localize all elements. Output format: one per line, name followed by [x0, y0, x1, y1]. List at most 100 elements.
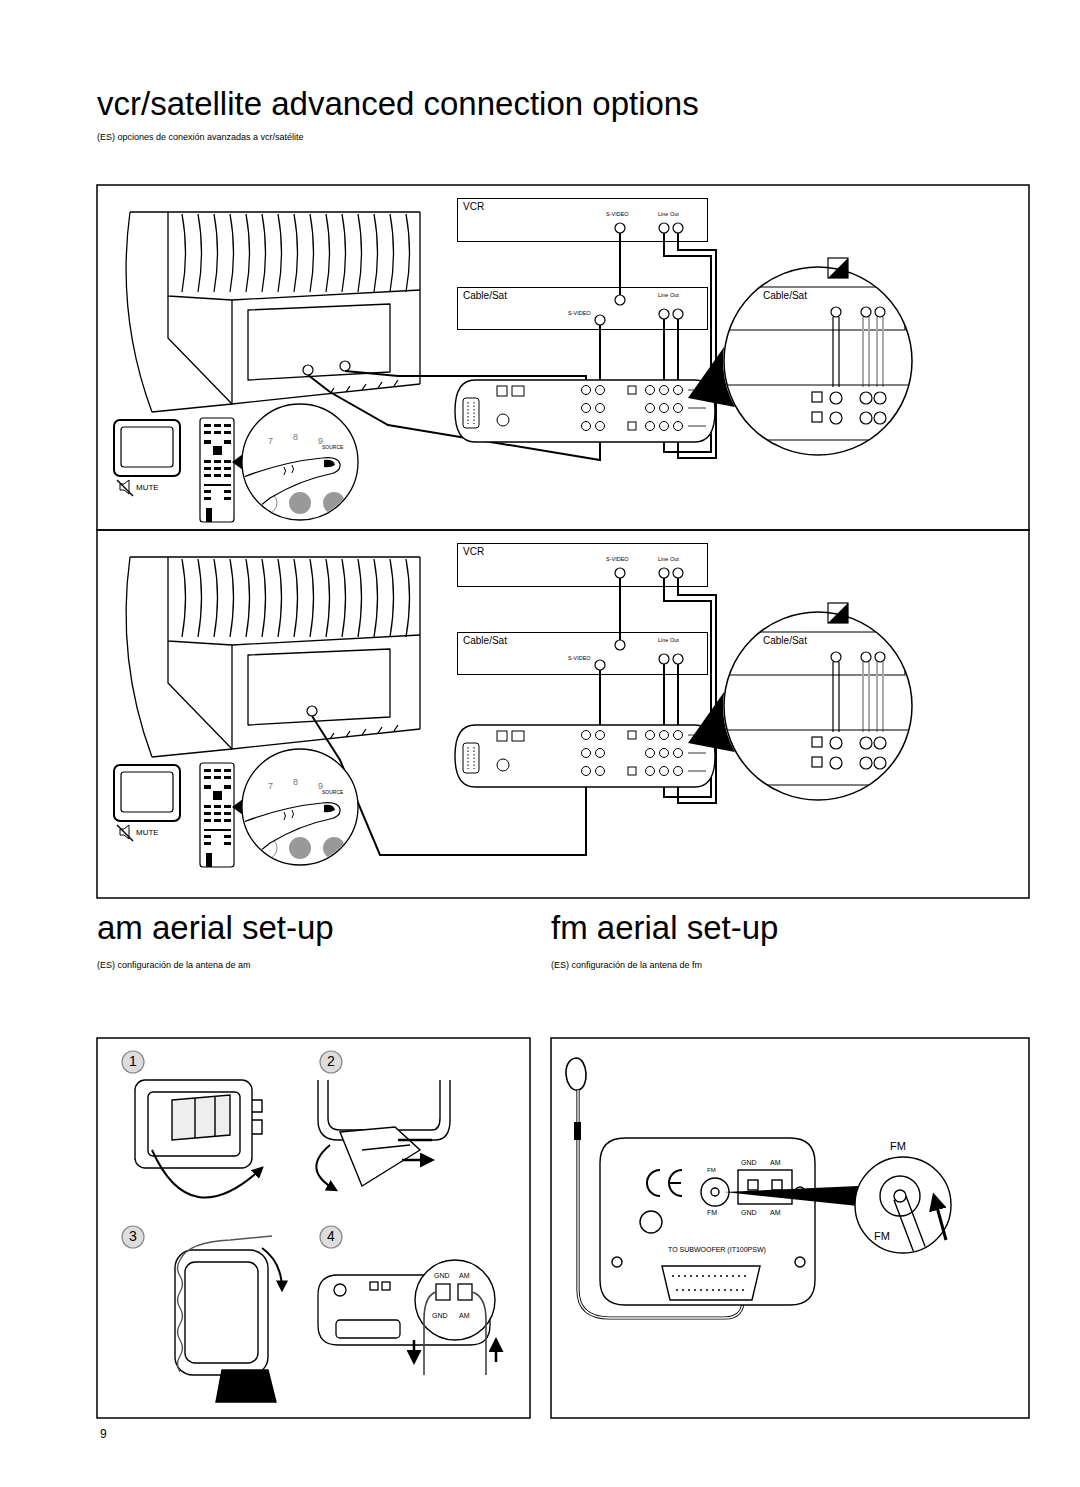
- jack-label: S-VIDEO: [568, 310, 591, 316]
- device-name: Cable/Sat: [763, 290, 807, 301]
- device-name: Cable/Sat: [463, 635, 507, 646]
- receiver-panel: [724, 1186, 858, 1206]
- fm-wire-antenna: [574, 1122, 581, 1140]
- receiver-panel: [672, 1276, 750, 1290]
- am-loop-antenna: [262, 1248, 282, 1290]
- zoom-outline: [724, 612, 912, 800]
- tv-jack: [340, 361, 350, 371]
- am-loop-antenna: [316, 1080, 450, 1190]
- subtitle: (ES) configuración de la antena de am: [97, 961, 251, 971]
- zoom-detail: [934, 1196, 946, 1240]
- tv-jack: [303, 365, 313, 375]
- keypad-digit: 7: [268, 782, 273, 792]
- receiver-panel: [495, 1340, 498, 1362]
- page-number: 9: [100, 1428, 107, 1441]
- am-loop-antenna: [362, 1145, 410, 1150]
- am-loop-antenna: [328, 1080, 440, 1130]
- receiver-panel: [738, 1170, 792, 1204]
- receiver-panel: [662, 1266, 760, 1300]
- panel-frame: [551, 1038, 1029, 1418]
- receiver-panel: [382, 1282, 390, 1290]
- zoom-detail: [700, 258, 930, 456]
- finger-press: [232, 404, 358, 520]
- tv-rear: [126, 212, 420, 412]
- zoom-detail: [855, 1157, 951, 1253]
- terminal-label: FM: [707, 1209, 717, 1217]
- receiver-panel: [795, 1257, 805, 1267]
- device-name: Cable/Sat: [763, 635, 807, 646]
- step-badge: [122, 1051, 342, 1248]
- terminal-label: AM: [770, 1159, 781, 1167]
- zoom-detail: [700, 603, 930, 801]
- receiver-panel: [336, 1320, 400, 1338]
- jack-label: Line Out: [658, 637, 679, 643]
- jack-label: Line Out: [658, 211, 679, 217]
- zoom-detail: [894, 1190, 906, 1202]
- video-cable: [619, 587, 621, 632]
- keypad-digit: 7: [268, 437, 273, 447]
- device-name: Cable/Sat: [463, 290, 507, 301]
- device-box: VCRS-VIDEOLine Out: [457, 543, 708, 587]
- video-cable: [619, 242, 621, 287]
- receiver-panel: [711, 1188, 719, 1196]
- jack-label: S-VIDEO: [568, 655, 591, 661]
- receiver-panel: [458, 1284, 472, 1300]
- am-loop-antenna: [148, 1092, 240, 1156]
- connector-label: TO SUBWOOFER (IT100PSW): [668, 1246, 766, 1254]
- am-loop-antenna: [152, 1150, 262, 1198]
- terminal-label: FM: [890, 1140, 906, 1152]
- zoom-detail: [855, 1157, 951, 1290]
- subtitle: (ES) configuración de la antena de fm: [551, 961, 702, 971]
- receiver-panel: [424, 1292, 486, 1375]
- receiver-panel: [600, 1138, 858, 1305]
- keypad-digit: 8: [293, 778, 298, 788]
- tv-jack: [307, 706, 317, 716]
- step-number: 3: [129, 1229, 137, 1244]
- step-number: 2: [327, 1054, 335, 1069]
- panel-frame: [97, 530, 1029, 898]
- jack-label: Line Out: [658, 292, 679, 298]
- am-loop-antenna: [175, 1250, 268, 1375]
- button-label: SOURCE: [322, 445, 343, 451]
- zoom-outline: [723, 266, 913, 456]
- zoom-detail: [880, 1176, 920, 1216]
- receiver-panel: [612, 1257, 622, 1267]
- jack-label: S-VIDEO: [606, 211, 629, 217]
- panel-frame: [97, 185, 1029, 530]
- device-box: VCRS-VIDEOLine Out: [457, 198, 708, 242]
- receiver-panel: [334, 1284, 346, 1296]
- am-loop-antenna: [398, 1140, 432, 1160]
- tv-rear: [126, 557, 420, 757]
- receiver-panel: [370, 1282, 378, 1290]
- am-loop-antenna: [178, 1260, 183, 1372]
- remote-control: [200, 418, 234, 522]
- am-loop-antenna: [135, 1080, 262, 1198]
- terminal-label: GND: [434, 1272, 450, 1280]
- am-loop-antenna: [216, 1370, 276, 1402]
- terminal-label: AM: [459, 1312, 470, 1320]
- terminal-label: FM: [874, 1230, 890, 1242]
- section-heading: am aerial set-up: [97, 910, 334, 946]
- am-loop-antenna: [172, 1095, 230, 1140]
- am-loop-antenna: [175, 1236, 282, 1402]
- receiver-panel: [413, 1340, 416, 1362]
- page-title: vcr/satellite advanced connection option…: [97, 86, 699, 122]
- am-loop-antenna: [252, 1100, 262, 1134]
- receiver-panel: [600, 1138, 815, 1305]
- am-loop-antenna: [135, 1080, 252, 1168]
- receiver-panel: [640, 1211, 662, 1233]
- receiver-panel: [436, 1284, 450, 1300]
- keypad-digit: 8: [293, 433, 298, 443]
- terminal-label: GND: [741, 1159, 757, 1167]
- tv-icon: [114, 765, 180, 841]
- receiver-panel: [455, 330, 740, 442]
- terminal-label: GND: [432, 1312, 448, 1320]
- device-name: VCR: [463, 546, 484, 557]
- am-loop-antenna: [185, 1262, 258, 1363]
- finger-press: [232, 749, 358, 865]
- am-loop-antenna: [340, 1127, 420, 1186]
- terminal-label: AM: [459, 1272, 470, 1280]
- mute-label: MUTE: [136, 829, 159, 838]
- receiver-panel: [748, 1180, 758, 1190]
